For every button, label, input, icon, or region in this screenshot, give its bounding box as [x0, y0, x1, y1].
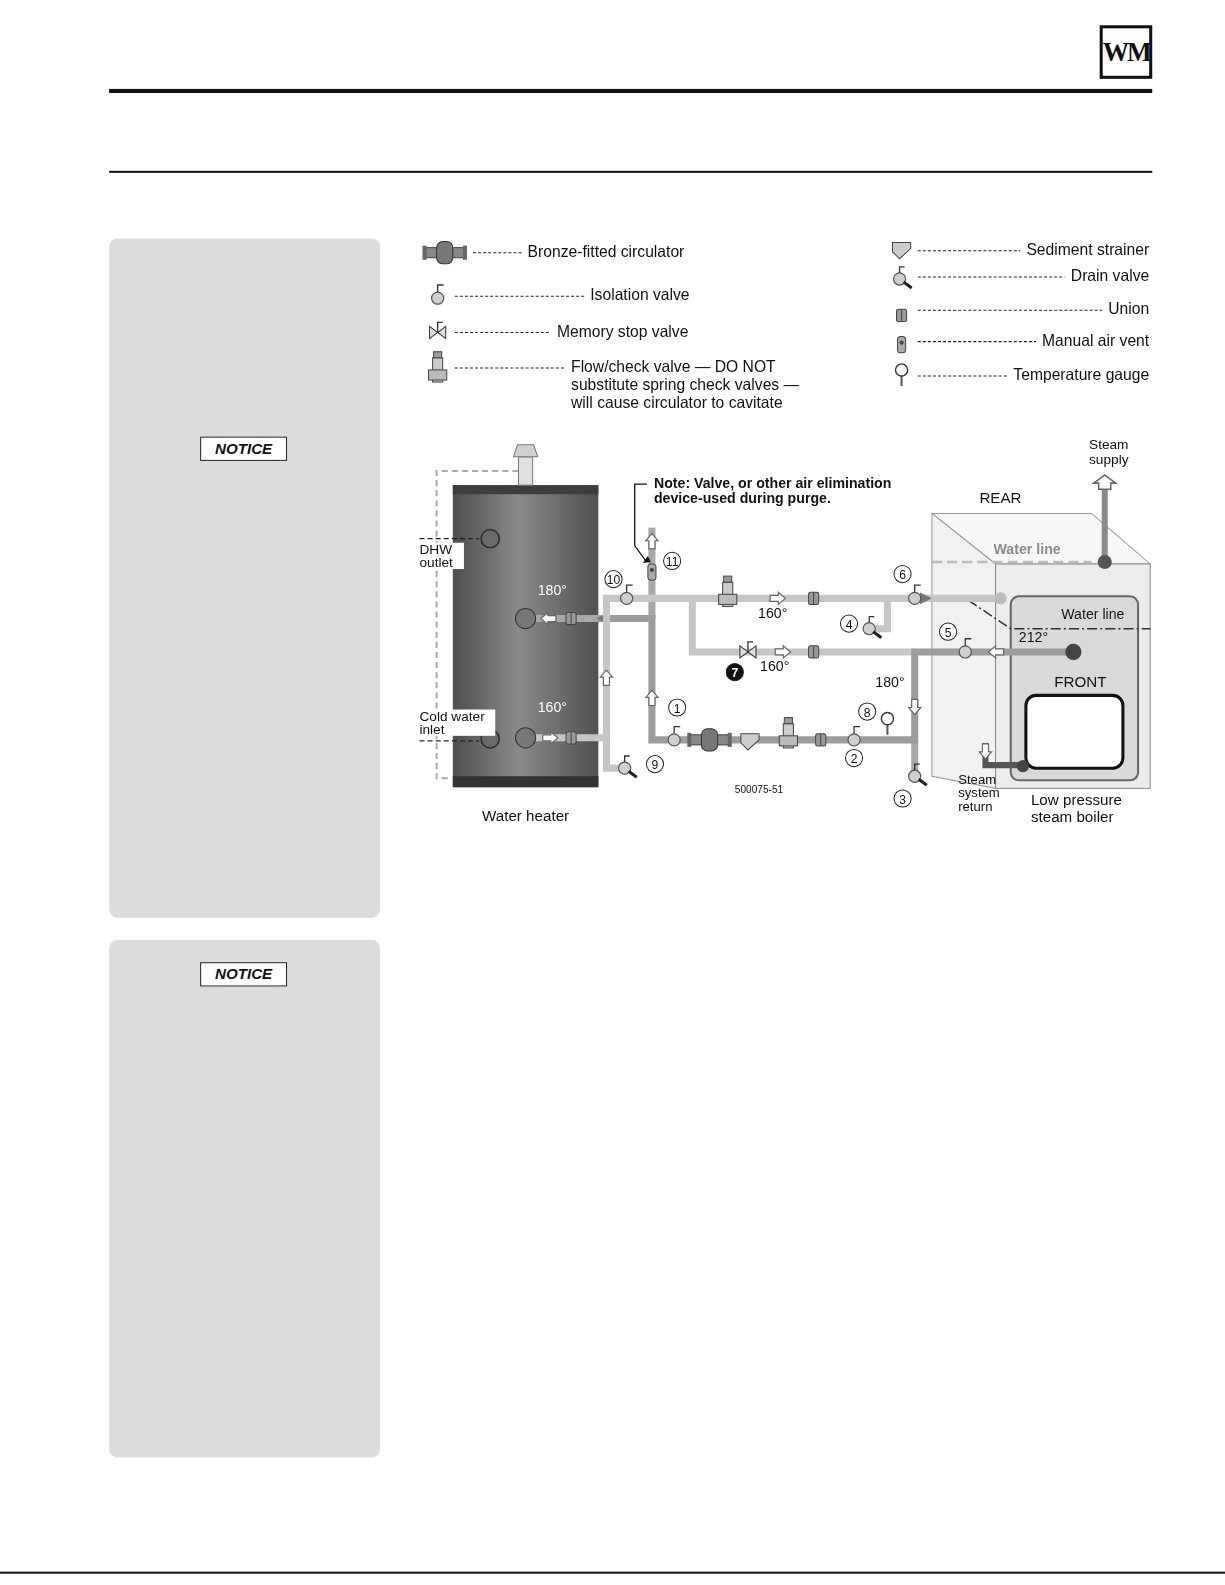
legend-leader [918, 341, 1036, 342]
legend-text: Memory stop valve [557, 322, 688, 340]
steam-boiler [932, 475, 1150, 788]
temperature-label: 212° [1019, 630, 1048, 645]
callout-number: 10 [604, 570, 622, 588]
callout-number: 5 [939, 623, 957, 641]
figure-number: 500075-51 [735, 784, 783, 796]
port-label: DHW outlet [419, 543, 463, 569]
legend-leader [918, 310, 1102, 311]
callout-number: 11 [663, 552, 681, 570]
legend-text: Temperature gauge [1013, 366, 1149, 384]
temperature-label: 160° [760, 659, 789, 674]
node-label: Low pressure steam boiler [1031, 790, 1144, 824]
callout-number: 3 [893, 789, 911, 807]
legend-text: Bronze-fitted circulator [528, 243, 685, 261]
node-label: REAR [979, 489, 1021, 506]
callout-number: 6 [893, 565, 911, 583]
port-label: Cold water inlet [419, 710, 495, 736]
pipe-label: Steam system return [958, 773, 1017, 812]
temperature-label: 160° [538, 699, 567, 714]
pipe-fittings [515, 534, 1003, 786]
legend-leader [473, 252, 522, 253]
legend-leader [455, 367, 565, 368]
legend-text: Isolation valve [590, 286, 689, 304]
pipe-label: Steam supply [1077, 437, 1140, 467]
legend-text: Drain valve [1071, 267, 1149, 285]
pipe-connector [598, 598, 930, 737]
legend-leader [455, 296, 584, 297]
callout-number: 7 [726, 663, 744, 681]
temperature-label: 180° [538, 583, 567, 598]
callout-number: 1 [668, 698, 686, 716]
side-panel [109, 940, 380, 1457]
callout-number: 9 [646, 755, 664, 773]
notice-text: NOTICE [215, 440, 272, 457]
legend-text: Sediment strainer [1026, 241, 1149, 259]
callout-number: 8 [858, 702, 876, 720]
callout-number: 4 [840, 615, 858, 633]
note-leader [635, 484, 647, 561]
legend-text: Flow/check valve — DO NOT substitute spr… [571, 358, 824, 413]
footer-rule [0, 1572, 1225, 1574]
water-heater: Water heater [453, 485, 599, 829]
callout-number: 2 [845, 749, 863, 767]
node-label: FRONT [1054, 673, 1106, 690]
legend-leader [918, 250, 1021, 251]
water-heater-tank [419, 445, 598, 788]
piping [526, 528, 1074, 775]
legend-leader [918, 276, 1065, 277]
notice-badge: NOTICE [200, 962, 288, 986]
side-panel [109, 239, 380, 918]
water-line-label: Water line [1061, 606, 1124, 621]
legend-text: Manual air vent [1042, 332, 1149, 350]
steam-boiler: REAR FRONT Low pressure steam boiler [930, 483, 1152, 829]
legend-text: Union [1108, 300, 1149, 318]
temperature-label: 180° [875, 675, 904, 690]
notice-badge: NOTICE [200, 437, 288, 461]
legend-leaders [455, 251, 1102, 376]
header-rule [109, 89, 1152, 93]
note-text: Note: Valve, or other air elimination de… [654, 476, 937, 506]
notice-text: NOTICE [215, 965, 272, 982]
brand-logo: WM [1100, 25, 1153, 79]
temperature-label: 160° [758, 605, 787, 620]
header-rule-thin [109, 171, 1152, 173]
water-line-label: Water line [994, 542, 1061, 557]
node-label: Water heater [453, 807, 599, 824]
legend-leader [455, 332, 551, 333]
legend-leader [918, 375, 1008, 376]
